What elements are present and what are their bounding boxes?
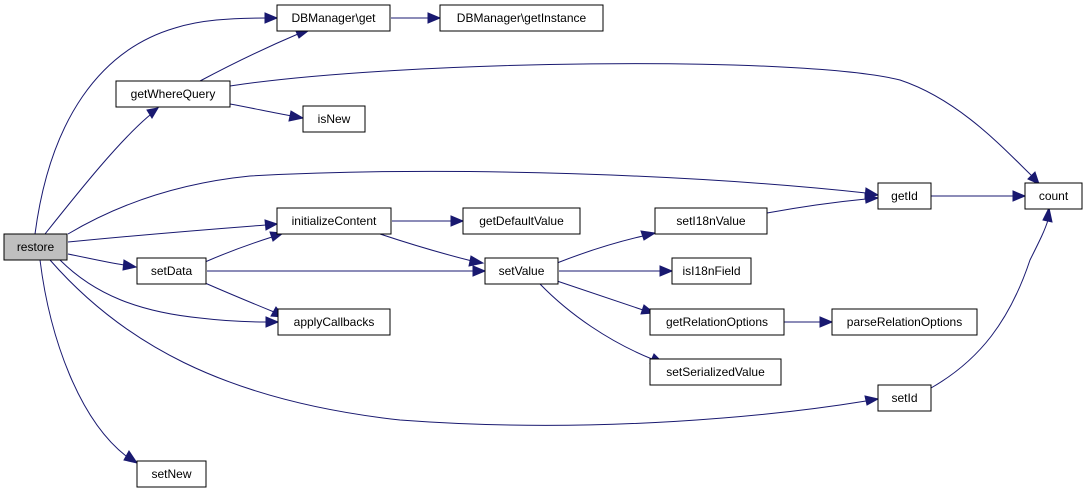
node-label: DBManager\getInstance xyxy=(457,11,587,25)
node-label: getWhereQuery xyxy=(131,87,216,101)
node-label: getRelationOptions xyxy=(666,315,768,329)
node-label: applyCallbacks xyxy=(294,315,375,329)
edge-setvalue-to-isi18nfield xyxy=(559,265,674,277)
node-getid[interactable]: getId xyxy=(877,182,932,210)
node-getdefaultvalue[interactable]: getDefaultValue xyxy=(462,207,581,235)
edge-initializecontent-to-setvalue xyxy=(379,233,485,267)
node-label: setSerializedValue xyxy=(666,365,765,379)
node-seti18nvalue[interactable]: setI18nValue xyxy=(654,207,768,235)
node-label: setValue xyxy=(499,264,545,278)
node-getwherequery[interactable]: getWhereQuery xyxy=(115,80,231,108)
edge-restore-to-getwherequery xyxy=(44,107,159,235)
node-label: DBManager\get xyxy=(291,11,376,25)
node-label: parseRelationOptions xyxy=(847,315,962,329)
edge-restore-to-initializecontent xyxy=(67,219,279,243)
node-count[interactable]: count xyxy=(1024,182,1083,210)
node-setnew[interactable]: setNew xyxy=(136,460,207,488)
node-label: setId xyxy=(891,391,917,405)
node-setvalue[interactable]: setValue xyxy=(484,257,559,285)
edge-restore-to-setid xyxy=(49,259,880,426)
edge-restore-to-applycallbacks xyxy=(59,259,280,328)
node-isi18nfield[interactable]: isI18nField xyxy=(671,257,752,285)
node-label: restore xyxy=(17,240,55,254)
edge-dbmanager-get-to-getinstance xyxy=(391,12,442,24)
node-label: isI18nField xyxy=(682,264,740,278)
edge-getrelationoptions-to-parserelationoptions xyxy=(784,316,834,328)
edge-setdata-to-applycallbacks xyxy=(204,282,286,318)
node-initializecontent[interactable]: initializeContent xyxy=(276,207,392,235)
edge-setid-to-count xyxy=(930,206,1053,389)
edge-getwherequery-to-dbmanager-get xyxy=(199,28,310,82)
node-setdata[interactable]: setData xyxy=(136,257,207,285)
edge-restore-to-setdata xyxy=(67,253,138,271)
edge-setdata-to-initializecontent xyxy=(204,231,285,263)
edge-initializecontent-to-getdefaultvalue xyxy=(392,215,465,227)
node-label: getDefaultValue xyxy=(479,214,564,228)
node-isnew[interactable]: isNew xyxy=(302,105,366,133)
node-label: setData xyxy=(151,264,193,278)
edge-seti18nvalue-to-getid xyxy=(766,193,880,214)
node-label: isNew xyxy=(318,112,351,126)
node-label: count xyxy=(1039,189,1069,203)
edge-setdata-to-setvalue xyxy=(207,265,487,277)
edge-restore-to-dbmanager-get xyxy=(34,12,279,235)
node-dbmanager-get[interactable]: DBManager\get xyxy=(276,4,391,32)
edge-getwherequery-to-isnew xyxy=(229,103,305,122)
node-parserelationoptions[interactable]: parseRelationOptions xyxy=(831,308,978,336)
edge-setvalue-to-seti18nvalue xyxy=(556,230,657,264)
node-setserializedvalue[interactable]: setSerializedValue xyxy=(649,358,782,386)
node-label: getId xyxy=(891,189,918,203)
edge-restore-to-setnew xyxy=(39,259,139,464)
node-restore[interactable]: restore xyxy=(3,233,68,261)
edge-getwherequery-to-count xyxy=(229,63,1040,185)
node-dbmanager-getinstance[interactable]: DBManager\getInstance xyxy=(439,4,604,32)
node-applycallbacks[interactable]: applyCallbacks xyxy=(277,308,391,336)
edge-setvalue-to-getrelationoptions xyxy=(556,280,656,315)
node-label: initializeContent xyxy=(292,214,377,228)
node-label: setI18nValue xyxy=(676,214,745,228)
node-getrelationoptions[interactable]: getRelationOptions xyxy=(649,308,785,336)
node-label: setNew xyxy=(151,467,191,481)
edge-getid-to-count xyxy=(931,190,1027,202)
node-setid[interactable]: setId xyxy=(877,384,932,412)
